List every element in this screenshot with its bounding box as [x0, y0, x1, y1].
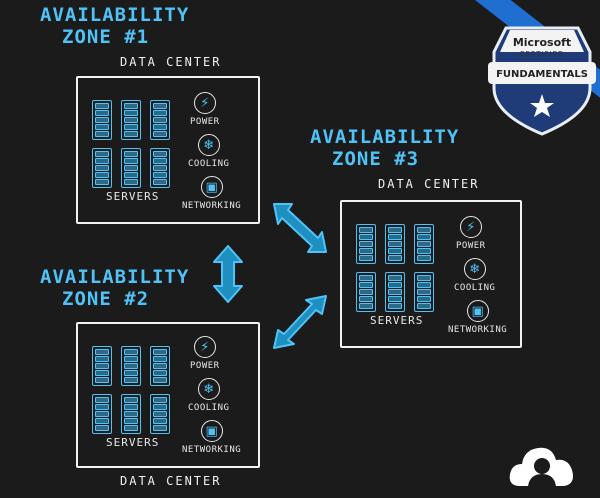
cooling-label: COOLING — [188, 403, 230, 413]
badge-certified: CERTIFIED — [519, 50, 565, 58]
server-rack-icon — [150, 346, 170, 386]
badge-brand: Microsoft — [512, 36, 572, 49]
zone-3-server-racks — [356, 224, 436, 312]
server-rack-icon — [414, 272, 434, 312]
networking-label: NETWORKING — [182, 201, 242, 211]
zone-2-dc-label: DATA CENTER — [120, 474, 222, 488]
zone-3-cooling: ❄ COOLING — [454, 258, 495, 293]
zone-2-networking: ▣ NETWORKING — [182, 420, 241, 455]
zone-2-data-center: SERVERS ⚡ POWER ❄ COOLING ▣ NETWORKING — [76, 322, 260, 468]
server-rack-icon — [414, 224, 434, 264]
zone-2-cooling: ❄ COOLING — [188, 378, 229, 413]
zone-3-data-center: SERVERS ⚡ POWER ❄ COOLING ▣ NETWORKING — [340, 200, 522, 348]
zone-3-servers-label: SERVERS — [370, 314, 424, 327]
network-device-icon: ▣ — [200, 176, 223, 198]
server-rack-icon — [92, 346, 112, 386]
lightning-icon: ⚡ — [193, 92, 216, 114]
zone-3-dc-label: DATA CENTER — [378, 177, 480, 191]
zone-3-line2: ZONE #3 — [332, 148, 420, 170]
zone-2-line1: AVAILABILITY — [40, 266, 190, 288]
networking-label: NETWORKING — [182, 445, 242, 455]
server-rack-icon — [92, 394, 112, 434]
zone-1-line1: AVAILABILITY — [40, 4, 190, 26]
certification-badge: Microsoft CERTIFIED FUNDAMENTALS — [486, 22, 598, 136]
server-rack-icon — [92, 148, 112, 188]
cooling-label: COOLING — [188, 159, 230, 169]
server-rack-icon — [356, 224, 376, 264]
zone-1-title: AVAILABILITY ZONE #1 — [40, 4, 189, 48]
server-rack-icon — [121, 148, 141, 188]
zone-2-servers-label: SERVERS — [106, 436, 160, 449]
zone-1-server-racks — [92, 100, 172, 188]
zone-3-networking: ▣ NETWORKING — [448, 300, 507, 335]
server-rack-icon — [150, 148, 170, 188]
server-rack-icon — [121, 394, 141, 434]
server-rack-icon — [385, 272, 405, 312]
snowflake-icon: ❄ — [197, 134, 220, 156]
zone-1-cooling: ❄ COOLING — [188, 134, 229, 169]
zone-1-servers-label: SERVERS — [106, 190, 160, 203]
zone-2-title: AVAILABILITY ZONE #2 — [40, 266, 189, 310]
zone-1-data-center: SERVERS ⚡ POWER ❄ COOLING ▣ NETWORKING — [76, 76, 260, 224]
zone-2-line2: ZONE #2 — [62, 288, 150, 310]
zone-1-dc-label: DATA CENTER — [120, 55, 222, 69]
badge-shield-icon — [488, 26, 596, 136]
server-rack-icon — [150, 100, 170, 140]
zone-3-title: AVAILABILITY ZONE #3 — [310, 126, 459, 170]
server-rack-icon — [92, 100, 112, 140]
server-rack-icon — [385, 224, 405, 264]
zone-2-power: ⚡ POWER — [190, 336, 220, 371]
power-label: POWER — [456, 241, 486, 251]
cooling-label: COOLING — [454, 283, 496, 293]
zone-1-power: ⚡ POWER — [190, 92, 220, 127]
network-device-icon: ▣ — [200, 420, 223, 442]
zone-3-line1: AVAILABILITY — [310, 126, 460, 148]
lightning-icon: ⚡ — [459, 216, 482, 238]
snowflake-icon: ❄ — [197, 378, 220, 400]
server-rack-icon — [356, 272, 376, 312]
server-rack-icon — [121, 100, 141, 140]
arrow-zone1-zone2-icon — [213, 245, 243, 303]
lightning-icon: ⚡ — [193, 336, 216, 358]
zone-1-networking: ▣ NETWORKING — [182, 176, 241, 211]
arrow-zone1-zone3-icon — [273, 203, 327, 253]
power-label: POWER — [190, 361, 220, 371]
zone-2-server-racks — [92, 346, 172, 434]
server-rack-icon — [121, 346, 141, 386]
network-device-icon: ▣ — [466, 300, 489, 322]
zone-1-line2: ZONE #1 — [62, 26, 150, 48]
snowflake-icon: ❄ — [463, 258, 486, 280]
zone-3-power: ⚡ POWER — [456, 216, 486, 251]
server-rack-icon — [150, 394, 170, 434]
arrow-zone2-zone3-icon — [273, 295, 327, 349]
badge-level: FUNDAMENTALS — [496, 69, 588, 80]
power-label: POWER — [190, 117, 220, 127]
cloud-person-logo-icon — [509, 447, 573, 486]
networking-label: NETWORKING — [448, 325, 508, 335]
